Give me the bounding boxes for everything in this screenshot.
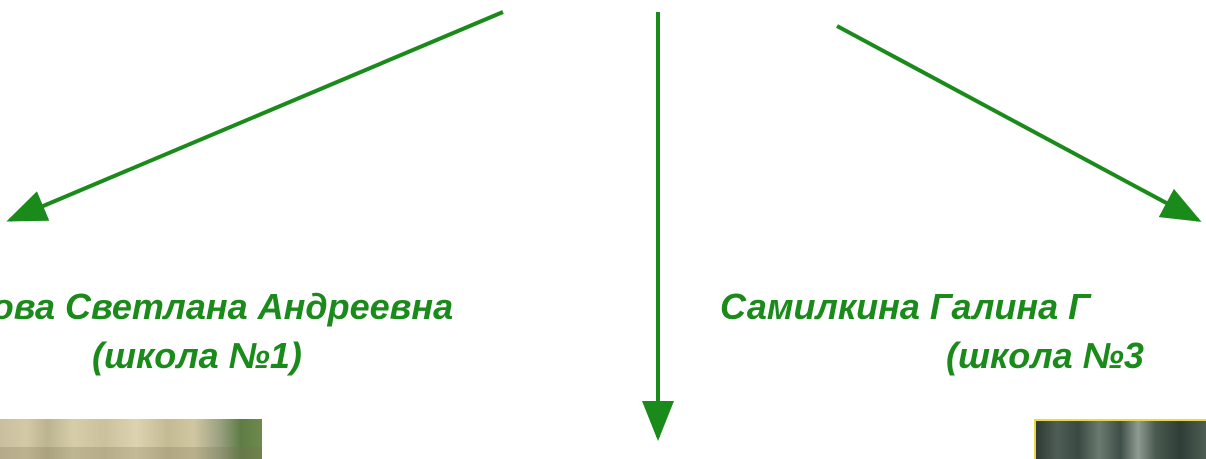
left-school-label: (школа №1) (92, 335, 302, 376)
right-photo (1034, 419, 1206, 459)
right-person-name: Самилкина Галина Г (720, 286, 1091, 327)
arrow-right (836, 24, 1202, 222)
left-photo (0, 419, 262, 459)
left-person-name: нова Светлана Андреевна (0, 286, 454, 327)
diagram-canvas (6, 10, 1202, 441)
right-school-label: (школа №3 (946, 335, 1144, 376)
arrow-left (6, 10, 504, 222)
